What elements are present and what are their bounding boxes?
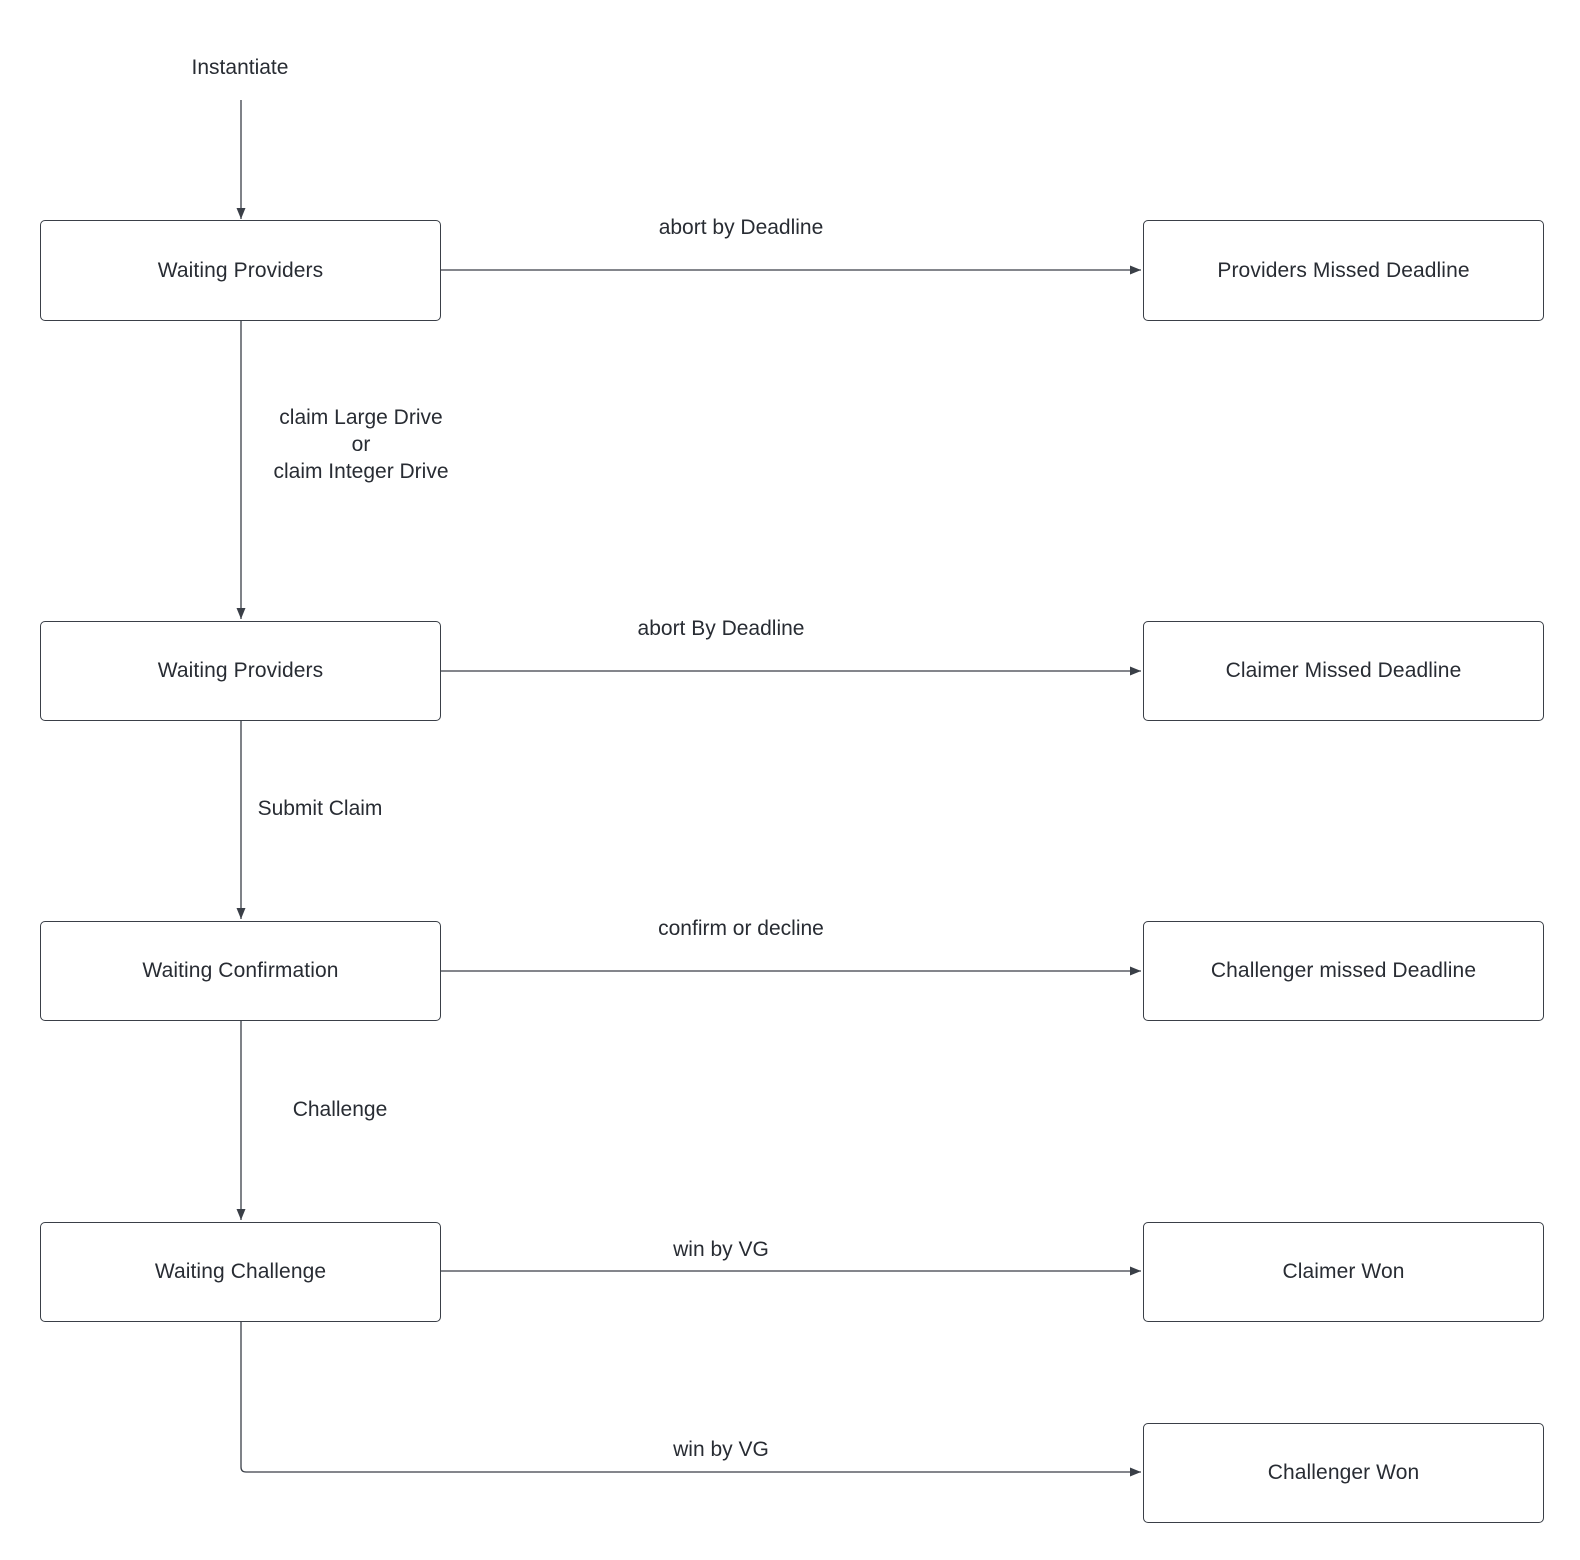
state-label: Challenger Won (1267, 1461, 1420, 1484)
state-label: Providers Missed Deadline (1217, 258, 1470, 282)
transition-label-claim-line-3: claim Integer Drive (273, 460, 449, 483)
transition-label-abort-2: abort By Deadline (637, 617, 805, 640)
state-waiting-challenge: Waiting Challenge (40, 1222, 441, 1322)
state-waiting-providers-1: Waiting Providers (40, 220, 441, 321)
transition-label-claim-line-1: claim Large Drive (279, 406, 443, 429)
transition-label-abort-1: abort by Deadline (658, 216, 824, 239)
state-claimer-won: Claimer Won (1143, 1222, 1544, 1322)
transition-label-confirm-or-decline: confirm or decline (658, 917, 824, 940)
state-label: Waiting Providers (157, 258, 324, 282)
transition-label-submit-claim: Submit Claim (257, 797, 383, 820)
state-challenger-missed-deadline: Challenger missed Deadline (1143, 921, 1544, 1021)
state-label: Claimer Missed Deadline (1225, 659, 1462, 682)
state-challenger-won: Challenger Won (1143, 1423, 1544, 1523)
state-label: Waiting Challenge (154, 1260, 327, 1283)
state-label: Waiting Providers (157, 659, 324, 682)
transition-label-win-vg-1: win by VG (673, 1238, 769, 1261)
state-label: Challenger missed Deadline (1210, 959, 1477, 982)
state-providers-missed-deadline: Providers Missed Deadline (1143, 220, 1544, 321)
start-label: Instantiate (191, 56, 289, 79)
state-waiting-confirmation: Waiting Confirmation (40, 921, 441, 1021)
state-waiting-providers-2: Waiting Providers (40, 621, 441, 721)
transition-label-win-vg-2: win by VG (673, 1438, 769, 1461)
transition-label-challenge: Challenge (292, 1098, 388, 1121)
state-claimer-missed-deadline: Claimer Missed Deadline (1143, 621, 1544, 721)
edge-win-vg-2 (240, 1322, 1141, 1477)
transition-label-claim-line-2: or (351, 433, 371, 456)
state-label: Waiting Confirmation (142, 959, 339, 982)
state-label: Claimer Won (1282, 1260, 1405, 1283)
